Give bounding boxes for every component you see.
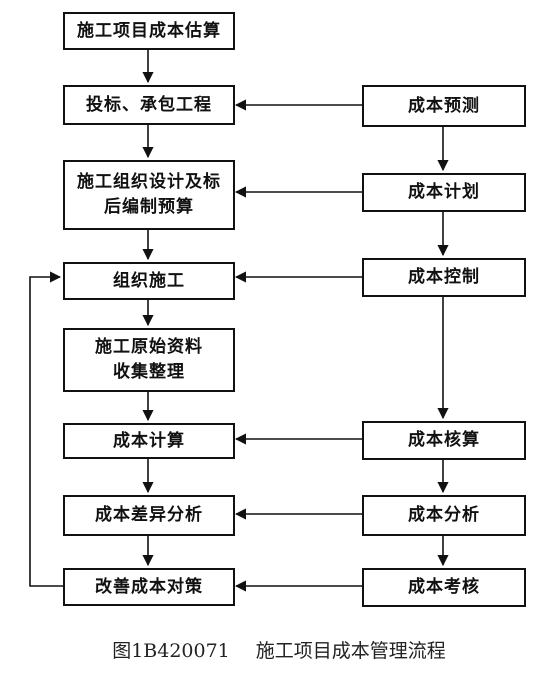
figure-number: 图1B420071 xyxy=(112,640,230,662)
box-cost-plan: 成本计划 xyxy=(362,173,526,212)
figure-title: 施工项目成本管理流程 xyxy=(255,640,446,662)
box-cost-calculation: 成本计算 xyxy=(63,423,235,459)
box-construction-design-budget: 施工组织设计及标 后编制预算 xyxy=(63,160,235,230)
box-cost-accounting: 成本核算 xyxy=(362,421,526,460)
box-cost-analysis: 成本分析 xyxy=(362,495,526,536)
box-bidding: 投标、承包工程 xyxy=(63,85,235,125)
box-cost-forecast: 成本预测 xyxy=(362,85,526,127)
box-cost-control: 成本控制 xyxy=(362,258,526,297)
figure-caption: 图1B420071 施工项目成本管理流程 xyxy=(0,636,558,663)
feedback-loop-arrow xyxy=(29,271,63,587)
box-organize-construction: 组织施工 xyxy=(63,262,235,300)
box-cost-improvement: 改善成本对策 xyxy=(63,568,235,606)
box-data-collection: 施工原始资料 收集整理 xyxy=(63,328,235,392)
box-cost-variance-analysis: 成本差异分析 xyxy=(63,495,235,536)
box-cost-estimate: 施工项目成本估算 xyxy=(63,12,235,50)
box-cost-assessment: 成本考核 xyxy=(362,568,526,607)
